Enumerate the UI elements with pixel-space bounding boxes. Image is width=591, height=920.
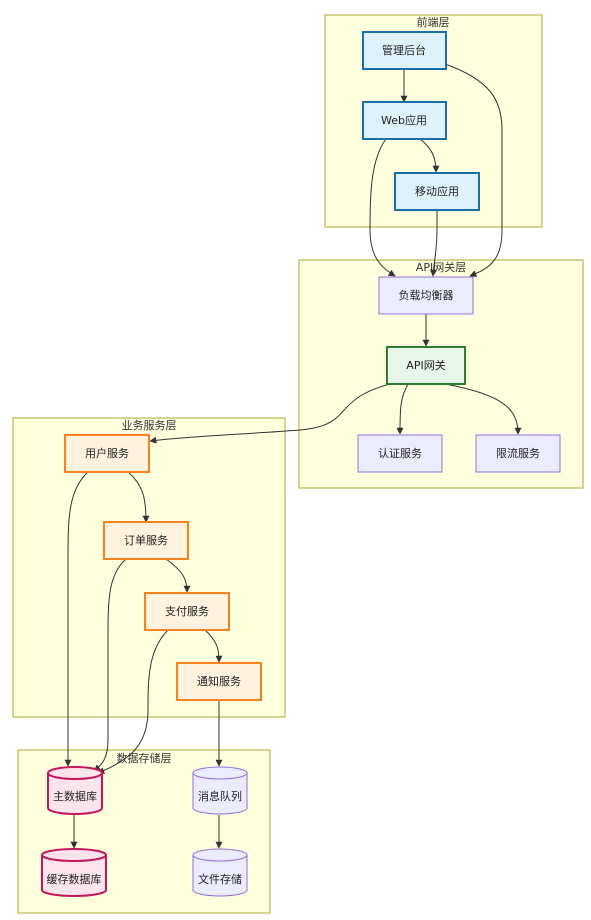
node-web-label: Web应用 — [381, 113, 427, 127]
cluster-data-label: 数据存储层 — [117, 751, 172, 765]
node-user-service[interactable]: 用户服务 — [64, 434, 150, 473]
edge-gateway-user — [149, 383, 391, 444]
node-message-queue[interactable]: 消息队列 — [192, 766, 248, 815]
edge-order-pay — [165, 558, 191, 593]
node-auth[interactable]: 认证服务 — [357, 434, 443, 473]
edges — [64, 63, 522, 849]
node-pay-service-label: 支付服务 — [165, 605, 209, 618]
node-file-storage-label: 文件存储 — [198, 872, 242, 886]
node-order-service[interactable]: 订单服务 — [103, 521, 189, 560]
node-user-service-label: 用户服务 — [85, 446, 129, 460]
node-api-gateway[interactable]: API网关 — [386, 346, 466, 385]
node-main-database[interactable]: 主数据库 — [47, 766, 103, 815]
node-file-storage[interactable]: 文件存储 — [192, 848, 248, 897]
node-cache-database-label: 缓存数据库 — [47, 872, 102, 886]
edge-gateway-ratelimit — [444, 383, 522, 435]
node-mobile[interactable]: 移动应用 — [394, 172, 480, 211]
edge-user-maindb — [64, 471, 89, 767]
edge-gateway-auth — [396, 383, 409, 435]
node-ratelimit[interactable]: 限流服务 — [475, 434, 561, 473]
cluster-api-label: API网关层 — [416, 260, 466, 274]
node-mobile-label: 移动应用 — [415, 184, 459, 198]
node-ratelimit-label: 限流服务 — [496, 446, 540, 460]
edge-mobile-lb — [429, 209, 438, 277]
node-load-balancer-label: 负载均衡器 — [399, 288, 454, 302]
edge-web-mobile — [419, 138, 440, 173]
node-main-database-label: 主数据库 — [53, 789, 97, 803]
edge-order-maindb — [93, 558, 127, 772]
cluster-business-label: 业务服务层 — [122, 419, 177, 432]
node-notify-service-label: 通知服务 — [197, 674, 241, 688]
node-cache-database[interactable]: 缓存数据库 — [41, 848, 107, 897]
node-auth-label: 认证服务 — [378, 447, 422, 460]
node-order-service-label: 订单服务 — [124, 534, 168, 547]
node-admin-label: 管理后台 — [382, 43, 426, 57]
node-web[interactable]: Web应用 — [362, 101, 447, 140]
node-admin[interactable]: 管理后台 — [362, 31, 447, 70]
cluster-frontend-label: 前端层 — [417, 15, 450, 29]
node-pay-service[interactable]: 支付服务 — [144, 592, 230, 631]
edge-user-order — [127, 471, 150, 523]
edge-web-lb — [369, 138, 396, 277]
node-load-balancer[interactable]: 负载均衡器 — [378, 276, 474, 315]
node-notify-service[interactable]: 通知服务 — [176, 662, 262, 701]
edge-admin-lb — [444, 63, 503, 277]
edge-pay-maindb — [97, 629, 169, 774]
edge-pay-notify — [204, 629, 223, 663]
node-api-gateway-label: API网关 — [406, 358, 445, 372]
node-message-queue-label: 消息队列 — [198, 789, 242, 803]
